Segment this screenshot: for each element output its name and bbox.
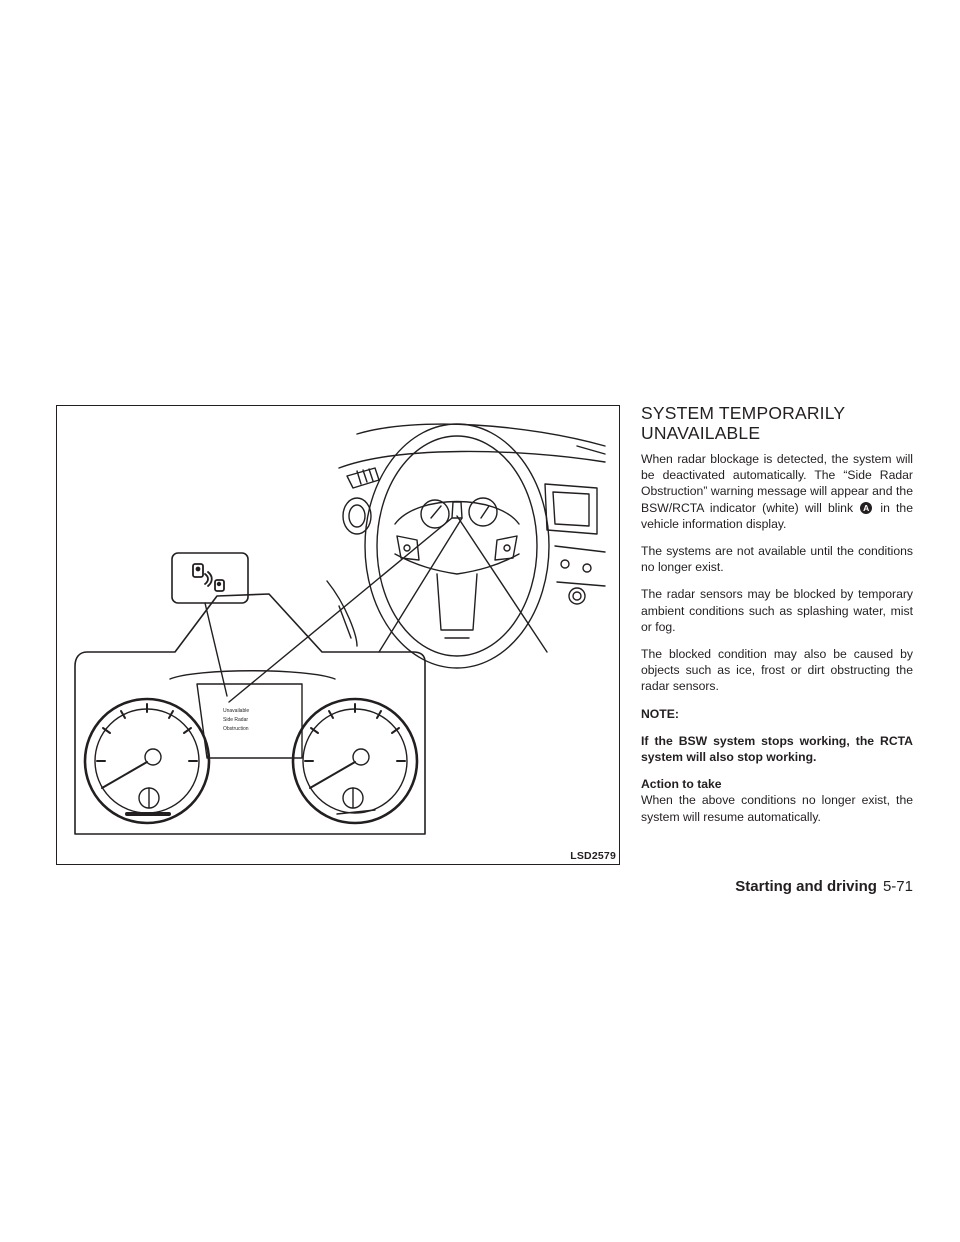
display-line-1: Unavailable — [223, 708, 249, 714]
footer-section-name: Starting and driving — [735, 878, 877, 895]
paragraph-1-start: When radar blockage is detected, the sys… — [641, 452, 913, 515]
steering-wheel — [364, 423, 550, 669]
callout-a-icon: A — [860, 501, 873, 514]
paragraph-1-end: in the vehicle information display. — [641, 500, 913, 531]
paragraph-radar-blockage: When radar blockage is detected, the sys… — [641, 451, 913, 532]
dashboard-illustration: Unavailable Side Radar Obstruction — [74, 423, 606, 835]
display-line-3: Obstruction — [223, 726, 249, 732]
section-heading: SYSTEM TEMPORARILY UNAVAILABLE — [641, 403, 845, 443]
text-column: SYSTEM TEMPORARILY UNAVAILABLE When rada… — [641, 403, 913, 836]
dashboard-background — [326, 423, 606, 647]
paragraph-not-available: The systems are not available until the … — [641, 544, 913, 575]
action-title: Action to take — [641, 777, 722, 792]
instrument-cluster: Unavailable Side Radar Obstruction — [74, 593, 426, 835]
page-footer: Starting and driving 5-71 — [735, 878, 913, 895]
note-label: NOTE: — [641, 706, 679, 721]
paragraph-blocked-objects: The blocked condition may also be caused… — [641, 647, 913, 694]
bsw-indicator-icon — [192, 563, 225, 592]
note-text: If the BSW system stops working, the RCT… — [641, 733, 913, 765]
display-line-2: Side Radar — [223, 717, 248, 723]
action-text: When the above conditions no longer exis… — [641, 793, 913, 824]
illustration-figure: Unavailable Side Radar Obstruction LSD25… — [56, 405, 620, 865]
indicator-callout — [171, 552, 249, 604]
paragraph-ambient-conditions: The radar sensors may be blocked by temp… — [641, 587, 913, 634]
leader-lines — [204, 515, 548, 703]
figure-code: LSD2579 — [570, 850, 616, 862]
page-number: 5-71 — [882, 878, 913, 895]
